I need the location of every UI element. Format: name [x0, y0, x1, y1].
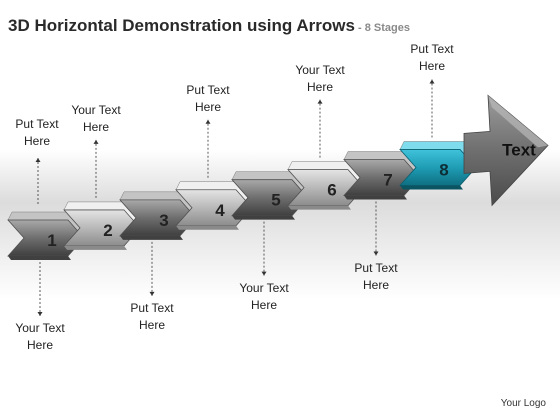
- stage-label-line2: Here: [26, 338, 53, 352]
- leader-arrow-7: [373, 251, 379, 256]
- stage-number-4: 4: [215, 201, 225, 220]
- stage-number-8: 8: [439, 160, 448, 179]
- stage-segment-8: [399, 141, 481, 190]
- stage-label-line2: Here: [306, 79, 333, 94]
- stage-label-line1: Your Text: [239, 280, 289, 295]
- stage-segment-edge: [64, 245, 127, 250]
- arrow-head: [463, 94, 549, 207]
- arrow-head-group: Text: [463, 94, 549, 207]
- stage-label-line2: Here: [250, 297, 277, 312]
- stage-number-5: 5: [271, 191, 280, 210]
- arrow-segments: [7, 141, 481, 260]
- stage-label-line1: Your Text: [295, 62, 345, 77]
- stage-number-6: 6: [327, 181, 336, 200]
- stage-label-line2: Here: [138, 317, 165, 332]
- stage-label-line2: Here: [362, 277, 389, 292]
- stage-label-line1: Your Text: [71, 102, 121, 117]
- leader-arrow-3: [149, 291, 155, 296]
- stage-label-line1: Put Text: [410, 42, 454, 57]
- stage-segment-edge: [400, 185, 463, 190]
- stage-segment-edge: [288, 205, 351, 210]
- stage-label-line2: Here: [194, 99, 221, 114]
- leader-lines: [35, 79, 435, 316]
- stage-number-7: 7: [383, 171, 392, 190]
- stage-label-line1: Put Text: [186, 82, 230, 97]
- stage-segment-edge: [344, 195, 407, 200]
- stage-label-line2: Here: [418, 59, 445, 74]
- arrow-head-highlight: [488, 95, 548, 148]
- leader-arrow-6: [317, 99, 323, 104]
- left-label-line1: Put Text: [15, 117, 59, 131]
- leader-arrow-2: [93, 139, 99, 144]
- stage-label-line1: Put Text: [130, 300, 174, 315]
- leader-arrow-5: [261, 271, 267, 276]
- stage-numbers: 1 2 3 4 5 6 7 8: [47, 160, 448, 250]
- left-label-line2: Here: [23, 134, 50, 148]
- logo-text: Your Logo: [500, 398, 546, 409]
- stage-segment-edge: [8, 256, 71, 260]
- page-title: 3D Horizontal Demonstration using Arrows…: [8, 16, 410, 36]
- stage-segment-edge: [120, 235, 183, 240]
- arrow-head-text: Text: [502, 140, 536, 159]
- leader-arrow-8: [429, 79, 435, 84]
- stage-number-3: 3: [159, 211, 168, 230]
- leader-arrow-1: [37, 312, 43, 316]
- title-subtitle: - 8 Stages: [357, 22, 410, 34]
- stage-label-line2: Here: [82, 119, 109, 134]
- stage-number-2: 2: [103, 221, 112, 240]
- left-label: Put Text Here: [0, 116, 77, 150]
- stage-label-line1: Put Text: [354, 260, 398, 275]
- stage-segment-edge: [176, 225, 239, 230]
- leader-arrow-4: [205, 119, 211, 124]
- leader-arrow-left: [35, 158, 41, 162]
- stage-number-1: 1: [47, 231, 56, 250]
- stage-segment-edge: [232, 215, 295, 220]
- stage-label-line1: Your Text: [15, 321, 65, 335]
- title-text: 3D Horizontal Demonstration using Arrows: [8, 16, 355, 35]
